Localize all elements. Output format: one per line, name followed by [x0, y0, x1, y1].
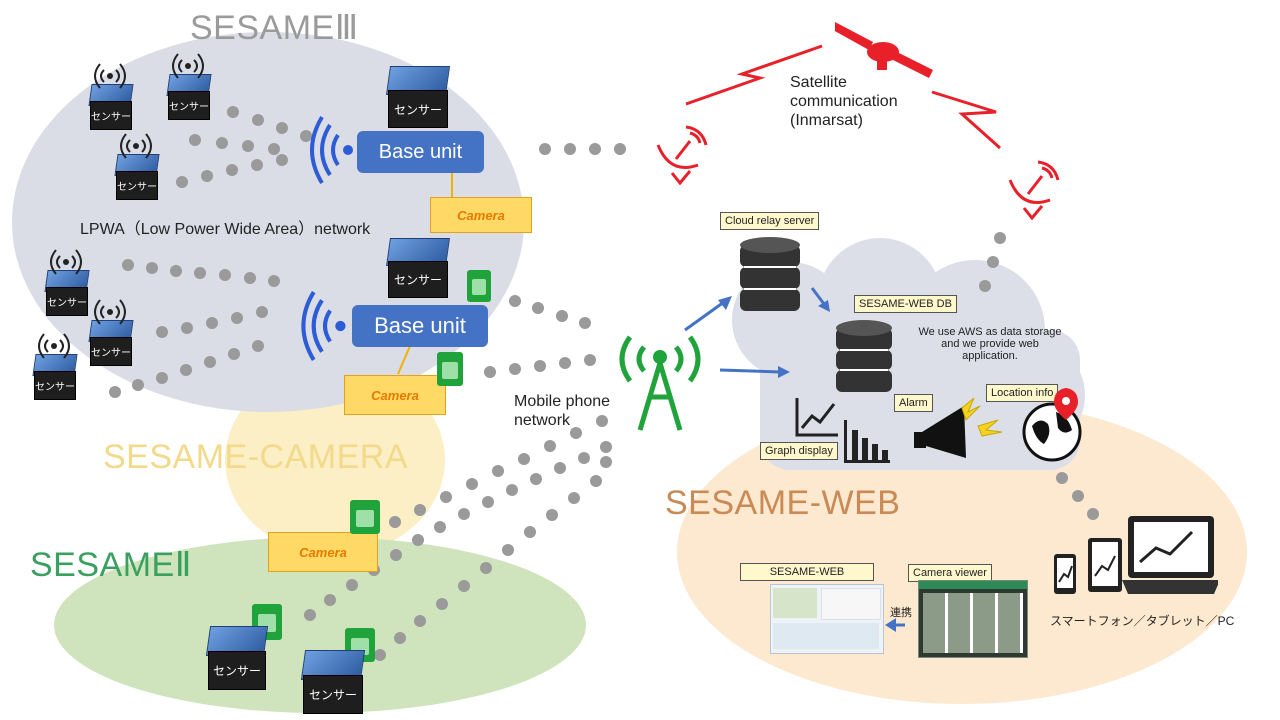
database-server-icon [836, 320, 892, 392]
camera-1: Camera [430, 197, 532, 233]
dotted-links [109, 106, 1099, 661]
satellite-dish-icon [1008, 160, 1060, 220]
wifi-icon [310, 115, 353, 185]
sim-icon [467, 270, 491, 302]
sensor-device: センサー [386, 238, 450, 298]
base-unit-1: Base unit [357, 131, 484, 173]
cloud-relay-server-icon [740, 237, 800, 311]
devices-icon [1054, 516, 1218, 594]
sesame2-area [54, 537, 586, 713]
sim-icon [350, 500, 380, 534]
satellite-dish-icon [656, 125, 708, 185]
sensor-device: センサー [88, 84, 134, 130]
globe-location-icon [1022, 388, 1082, 462]
sensor-device: センサー [88, 320, 134, 366]
camera-viewer-label: Camera viewer [908, 564, 992, 582]
location-info-label: Location info [986, 384, 1059, 402]
graph-display-label: Graph display [760, 442, 838, 460]
camera-2: Camera [344, 375, 446, 415]
sesame2-title: SESAMEⅡ [30, 546, 192, 584]
sensor-device: センサー [32, 354, 78, 400]
alarm-megaphone-icon [914, 397, 1003, 458]
satellite-icon [835, 22, 933, 78]
cloud-relay-server-label: Cloud relay server [720, 212, 820, 230]
camera-links [397, 172, 453, 375]
mobile-network-label: Mobile phone network [514, 393, 611, 429]
sesame-web-title: SESAME-WEB [665, 484, 901, 522]
devices-label: スマートフォン／タブレット／PC [1050, 614, 1235, 628]
sesame-web-screenshot [770, 584, 884, 654]
sesame3-title: SESAMEⅢ [190, 9, 359, 47]
camera-3: Camera [268, 532, 378, 572]
link-label: 連携 [890, 607, 912, 619]
sensor-device: センサー [44, 270, 90, 316]
bar-chart-icon [844, 420, 890, 463]
sesame-camera-title: SESAME-CAMERA [103, 438, 408, 476]
sensor-device: センサー [385, 66, 451, 128]
cloud-arrows [684, 287, 905, 632]
alarm-label: Alarm [894, 394, 933, 412]
wifi-icon [301, 290, 346, 362]
line-chart-icon [795, 398, 838, 437]
sensor-device: センサー [205, 626, 269, 690]
sesame-web-db-label: SESAME-WEB DB [854, 295, 957, 313]
sim-icon [437, 352, 463, 386]
sesame-web-screen-label: SESAME-WEB [740, 563, 874, 581]
lpwa-label: LPWA（Low Power Wide Area）network [80, 221, 371, 238]
satellite-links [685, 44, 1002, 150]
sensor-device: センサー [300, 650, 366, 714]
sensor-device: センサー [114, 154, 160, 200]
satellite-label: Satellite communication (Inmarsat) [790, 74, 898, 129]
camera-viewer-screenshot [918, 580, 1028, 658]
cell-antenna-icon [619, 335, 701, 431]
base-unit-2: Base unit [352, 305, 488, 347]
sensor-device: センサー [166, 74, 212, 120]
aws-note: We use AWS as data storage and we provid… [918, 326, 1062, 362]
